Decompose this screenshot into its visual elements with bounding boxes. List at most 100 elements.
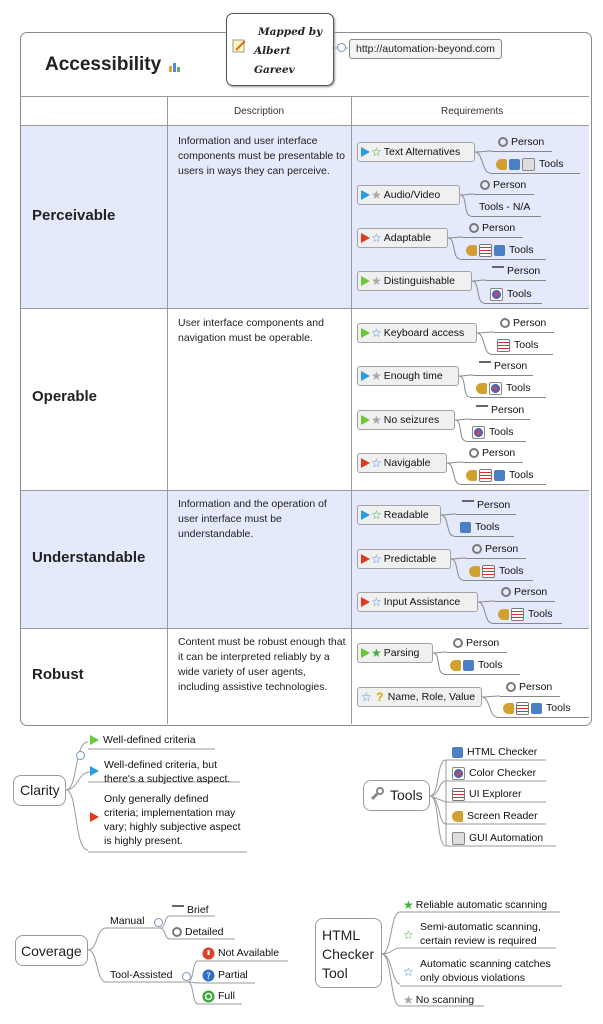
outline-green-star-icon: ☆ [403, 928, 414, 942]
description-operable: User interface components and navigation… [178, 317, 324, 344]
outline-green-star-icon: ☆ [371, 508, 382, 522]
checker-item-label: Reliable automatic scanning [415, 899, 548, 911]
requirement-label: Text Alternatives [383, 146, 461, 158]
red-flag-icon [361, 233, 370, 243]
tools-legend-item: UI Explorer [452, 787, 522, 801]
red-flag-icon [90, 812, 99, 822]
screen-reader-icon [498, 608, 509, 620]
blue-flag-icon [361, 371, 370, 381]
ui-explorer-icon [479, 468, 492, 482]
checker-item: ★Reliable automatic scanning [403, 898, 547, 912]
collapse-toggle[interactable] [337, 43, 346, 52]
person-label: Person [482, 222, 516, 234]
checker-item-label: Automatic scanning catches only obvious … [420, 958, 551, 984]
author-note-line: Mapped by [258, 26, 323, 38]
clarity-node[interactable] [13, 775, 66, 806]
requirement-node[interactable]: ☆Readable [357, 505, 441, 525]
author-note-text: Mapped by Albert Gareev [254, 23, 323, 80]
header-description: Description [234, 106, 285, 117]
grid-line [21, 490, 589, 491]
tools-legend-label: UI Explorer [469, 788, 522, 800]
requirement-tools: Tools [466, 242, 534, 258]
html-checker-icon [494, 244, 505, 256]
branch-underline [463, 462, 523, 463]
color-checker-icon [490, 287, 503, 301]
row-title-operable: Operable [32, 388, 98, 405]
requirement-node[interactable]: ☆?Name, Role, Value [357, 687, 482, 707]
coverage-manual-item: Detailed [172, 925, 224, 939]
html-checker-node[interactable] [315, 918, 382, 988]
tools-title: Tools [390, 787, 423, 803]
coverage-item-label: Brief [187, 904, 209, 916]
requirement-tools: Tools [469, 563, 524, 579]
clarity-item: Only generally defined criteria; impleme… [90, 792, 245, 848]
link-node[interactable]: http://automation-beyond.com [349, 39, 502, 59]
requirement-node[interactable]: ★Audio/Video [357, 185, 460, 205]
green-flag-icon [361, 415, 370, 425]
branch-underline [486, 280, 546, 281]
person-label: Person [493, 179, 527, 191]
question-icon: ? [376, 690, 384, 704]
outline-blue-star-icon: ☆ [403, 965, 414, 979]
branch-underline [497, 717, 589, 718]
requirement-person: Person [500, 315, 546, 331]
green-star-icon: ★ [403, 898, 414, 912]
tools-label: Tools - N/A [479, 201, 531, 213]
checker-item: ★No scanning [403, 993, 474, 1007]
branch-underline [471, 216, 541, 217]
requirement-node[interactable]: ☆Input Assistance [357, 592, 478, 612]
requirement-node[interactable]: ★Distinguishable [357, 271, 472, 291]
requirement-tools: Tools [472, 424, 514, 440]
tools-label: Tools [475, 521, 500, 533]
requirement-tools: Tools [498, 606, 553, 622]
red-flag-icon [361, 597, 370, 607]
requirement-node[interactable]: ★Parsing [357, 643, 433, 663]
coverage-manual-item: Brief [172, 903, 209, 917]
coverage-item-label: Not Available [218, 947, 280, 959]
refresh-icon [202, 990, 215, 1002]
branch-underline [491, 354, 553, 355]
html-checker-icon [463, 659, 474, 671]
requirement-node[interactable]: ☆Navigable [357, 453, 447, 473]
requirement-tools: Tools [497, 337, 539, 353]
clarity-title: Clarity [20, 782, 60, 798]
requirement-node[interactable]: ☆Predictable [357, 549, 451, 569]
collapse-toggle[interactable] [154, 918, 163, 927]
tools-label: Tools [546, 702, 571, 714]
person-label: Person [511, 136, 545, 148]
tools-label: Tools [478, 659, 503, 671]
checker-item: ☆ Semi-automatic scanning, certain revie… [403, 920, 558, 948]
requirement-node[interactable]: ☆Text Alternatives [357, 142, 475, 162]
requirement-node[interactable]: ★Enough time [357, 366, 459, 386]
requirement-person: Person [479, 358, 527, 374]
requirement-node[interactable]: ☆Keyboard access [357, 323, 477, 343]
requirement-node[interactable]: ☆Adaptable [357, 228, 448, 248]
blue-flag-icon [90, 766, 99, 776]
grid-line [21, 125, 589, 126]
magnifier-icon [501, 587, 511, 597]
description-understandable: Information and the operation of user in… [178, 498, 327, 540]
author-note-line: Gareev [254, 64, 295, 76]
page-title: Accessibility [45, 54, 162, 75]
coverage-tool-item: Full [202, 989, 235, 1003]
branch-underline [495, 601, 555, 602]
html-checker-icon [494, 469, 505, 481]
collapse-toggle[interactable] [76, 751, 86, 761]
requirement-node[interactable]: ★No seizures [357, 410, 455, 430]
green-star-icon: ★ [371, 646, 382, 660]
coverage-tool-item: ? Partial [202, 968, 248, 982]
collapse-toggle[interactable] [182, 972, 191, 981]
tools-legend-item: HTML Checker [452, 745, 537, 759]
branch-underline [474, 194, 534, 195]
person-label: Person [491, 404, 525, 416]
header-requirements: Requirements [441, 106, 504, 117]
branch-underline [456, 514, 516, 515]
green-flag-icon [361, 276, 370, 286]
coverage-node[interactable] [15, 935, 88, 966]
branch-underline [454, 536, 514, 537]
requirement-person: Person [472, 541, 518, 557]
screen-reader-icon [466, 469, 477, 481]
magnifier-icon [506, 682, 516, 692]
wrench-icon [370, 787, 384, 801]
requirement-person: Person [492, 263, 540, 279]
